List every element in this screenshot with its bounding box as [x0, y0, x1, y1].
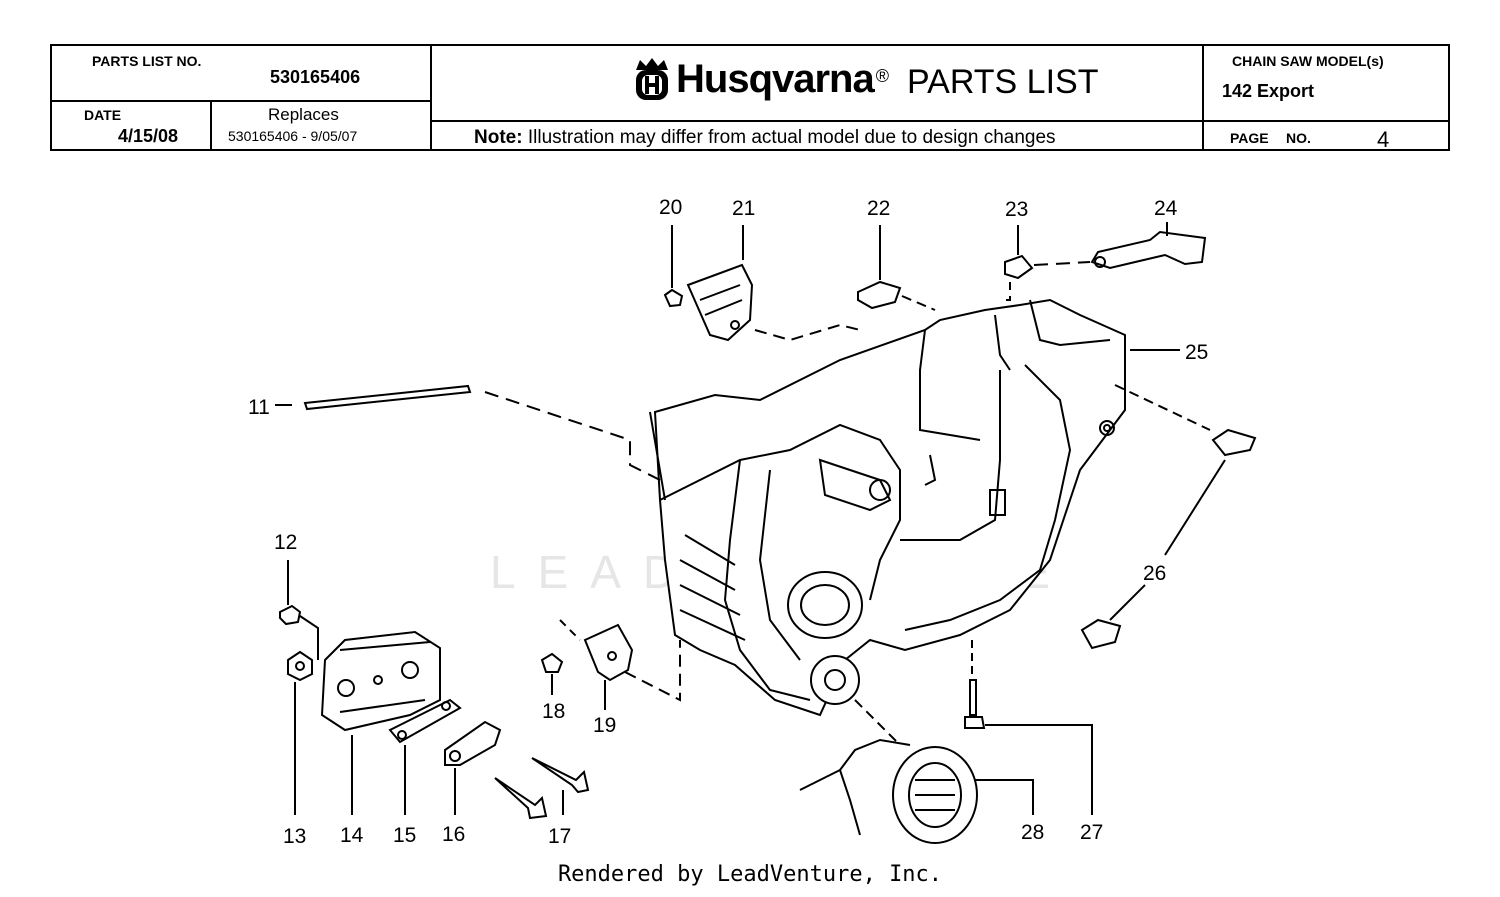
part-11-rod	[275, 384, 661, 481]
callout-27: 27	[1080, 821, 1103, 844]
no-label: NO.	[1286, 130, 1311, 146]
callout-23: 23	[1005, 198, 1028, 221]
callout-14: 14	[340, 824, 364, 847]
page-label: PAGE	[1230, 130, 1269, 146]
footer-credit: Rendered by LeadVenture, Inc.	[557, 862, 943, 887]
part-28-oil-cap	[799, 699, 1034, 844]
part-17-screws	[494, 757, 590, 820]
husqvarna-logo: Husqvarna ® PARTS LIST	[632, 56, 1098, 102]
part-20-screw	[663, 225, 684, 308]
date-label: DATE	[84, 107, 122, 123]
part-16-tensioner	[444, 720, 502, 815]
callout-22: 22	[867, 197, 890, 220]
part-15-plate	[388, 698, 462, 815]
note: Note: Illustration may differ from actua…	[474, 127, 1056, 149]
registered-mark: ®	[875, 66, 890, 86]
replaces-label: Replaces	[268, 105, 339, 124]
part-27-bolt	[964, 640, 1093, 815]
callout-18: 18	[542, 700, 565, 723]
model-value: 142 Export	[1222, 81, 1315, 101]
note-text: Illustration may differ from actual mode…	[527, 127, 1056, 148]
divider	[430, 46, 432, 149]
callout-26: 26	[1143, 562, 1166, 585]
part-24-lever	[1090, 222, 1207, 270]
divider	[210, 100, 212, 149]
part-14-cover-plate	[320, 630, 441, 815]
part-26-clips	[1080, 384, 1257, 650]
part-21-bracket	[686, 225, 861, 342]
page-number: 4	[1377, 127, 1390, 152]
note-label: Note:	[474, 127, 523, 148]
part-23-clip	[1004, 225, 1091, 301]
callout-13: 13	[283, 825, 306, 848]
part-13-nut	[287, 650, 313, 815]
divider	[1202, 46, 1204, 149]
divider	[430, 120, 1202, 122]
header-table: PARTS LIST NO. 530165406 DATE 4/15/08 Re…	[50, 44, 1450, 152]
crown-h-icon	[636, 58, 668, 100]
parts-list-no-label: PARTS LIST NO.	[92, 53, 202, 69]
part-12-bolt	[279, 560, 319, 660]
callout-28: 28	[1021, 821, 1044, 844]
part-19-bracket	[559, 619, 681, 710]
callout-21: 21	[732, 197, 755, 220]
divider	[52, 100, 430, 102]
date-value: 4/15/08	[118, 126, 179, 146]
callout-25: 25	[1185, 341, 1208, 364]
crankcase-housing	[649, 298, 1126, 717]
parts-list-no: 530165406	[270, 67, 361, 87]
part-22-clip	[857, 225, 936, 311]
callout-17: 17	[548, 825, 571, 848]
callout-20: 20	[659, 196, 682, 219]
callout-12: 12	[274, 531, 297, 554]
callout-24: 24	[1154, 197, 1178, 220]
callout-16: 16	[442, 823, 465, 846]
callout-labels: 11 12 13 14 15 16 17 18 19 20 21 22 23 2…	[248, 196, 1208, 848]
part-18-bolt	[540, 652, 564, 695]
callout-11: 11	[248, 396, 270, 419]
model-label: CHAIN SAW MODEL(s)	[1232, 53, 1384, 69]
callout-19: 19	[593, 714, 616, 737]
callout-15: 15	[393, 824, 416, 847]
replaces-value: 530165406 - 9/05/07	[228, 128, 358, 144]
parts-list-title: PARTS LIST	[907, 62, 1099, 101]
divider	[1202, 120, 1448, 122]
brand-name: Husqvarna	[676, 56, 875, 101]
